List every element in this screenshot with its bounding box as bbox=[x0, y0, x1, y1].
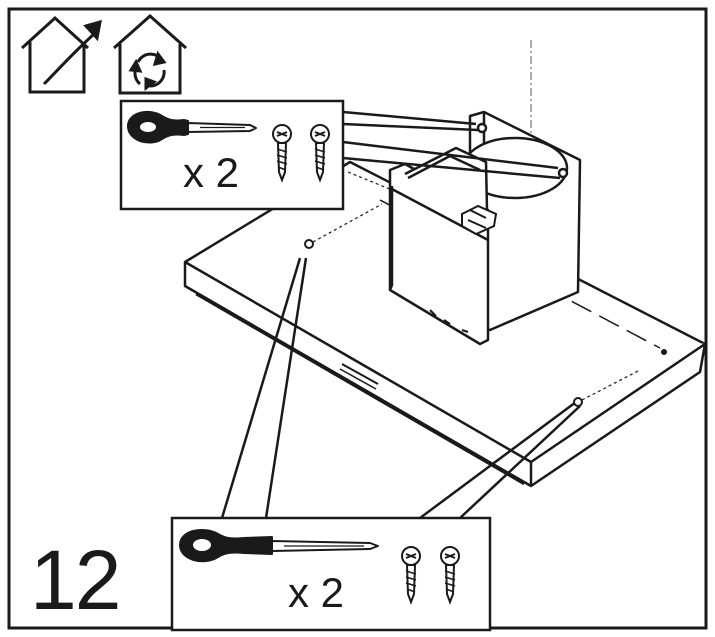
screwdriver-icon bbox=[179, 529, 379, 563]
quantity-label-bottom: x 2 bbox=[288, 569, 345, 616]
hood-light-slot-inner bbox=[339, 368, 377, 390]
house-recirculation-icon bbox=[113, 13, 187, 95]
step-number: 12 bbox=[30, 533, 121, 627]
screwdriver-icon bbox=[127, 110, 257, 144]
hood-side-screw-left bbox=[304, 203, 383, 249]
quantity-label-top: x 2 bbox=[183, 149, 240, 196]
motor-connector bbox=[461, 204, 498, 236]
bracket-connector-line bbox=[347, 171, 393, 191]
hood-screw-hole bbox=[661, 349, 667, 355]
hood-side-screw-right bbox=[573, 369, 641, 407]
house-arrow-out-icon bbox=[20, 15, 102, 94]
hood-light-slot bbox=[341, 363, 379, 385]
motor-dash-marks bbox=[389, 285, 469, 333]
